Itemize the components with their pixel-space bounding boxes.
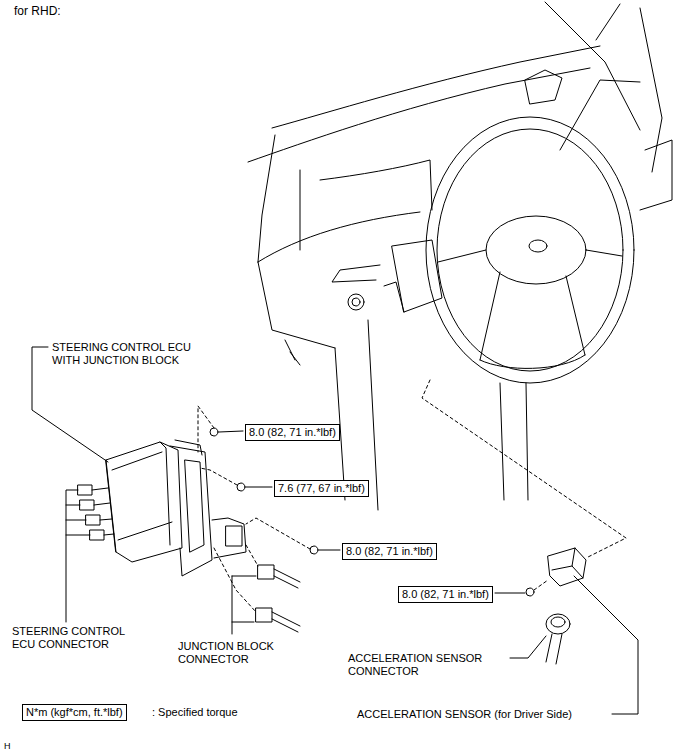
steering-wheel xyxy=(426,117,634,500)
part-name: ACCELERATION SENSOR (for Driver Side) xyxy=(357,708,572,721)
torque-box: 7.6 (77, 67 in.*lbf) xyxy=(274,480,369,497)
figure-code: H xyxy=(4,740,11,753)
torque-value: 8.0 (82, 71 in.*lbf) xyxy=(249,426,336,439)
torque-legend-box: N*m (kgf*cm, ft.*lbf) xyxy=(22,704,127,721)
view-title: for RHD: xyxy=(14,5,61,18)
part-name: ACCELERATION SENSOR CONNECTOR xyxy=(348,652,508,678)
fastener xyxy=(198,406,548,596)
dashboard-outline xyxy=(248,2,672,510)
junction-block-connector xyxy=(214,545,300,634)
leader-line xyxy=(32,347,108,622)
part-name: JUNCTION BLOCK CONNECTOR xyxy=(178,640,308,666)
sensor-connector xyxy=(510,614,570,664)
part-name: STEERING CONTROL ECU CONNECTOR xyxy=(12,625,130,651)
torque-box: 8.0 (82, 71 in.*lbf) xyxy=(398,586,493,603)
part-name: STEERING CONTROL ECU WITH JUNCTION BLOCK xyxy=(52,341,202,367)
legend-text: : Specified torque xyxy=(152,706,238,719)
torque-box: 8.0 (82, 71 in.*lbf) xyxy=(342,543,437,560)
torque-value: 7.6 (77, 67 in.*lbf) xyxy=(278,482,365,495)
torque-value: 8.0 (82, 71 in.*lbf) xyxy=(402,588,489,601)
torque-box: 8.0 (82, 71 in.*lbf) xyxy=(245,424,340,441)
steering-control-ecu xyxy=(78,440,246,576)
torque-value: 8.0 (82, 71 in.*lbf) xyxy=(346,545,433,558)
torque-value: N*m (kgf*cm, ft.*lbf) xyxy=(26,706,123,719)
